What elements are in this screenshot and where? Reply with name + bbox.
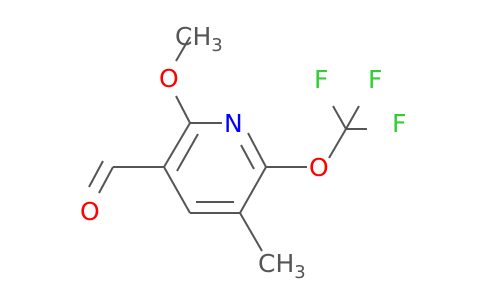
bond-c3-c2-inner bbox=[176, 133, 199, 172]
atom-methoxy-ch3: CH3 bbox=[175, 22, 223, 56]
methoxy-subscript-3: 3 bbox=[211, 35, 222, 56]
bond-c5-ch3 bbox=[239, 212, 263, 252]
bond-n1-c6 bbox=[247, 132, 267, 168]
methyl-ch-label: CH bbox=[258, 249, 294, 278]
atom-fluorine-3: F bbox=[368, 65, 382, 94]
atom-oxygen-methoxy: O bbox=[159, 64, 179, 93]
bond-c4-c3 bbox=[163, 166, 191, 214]
bond-c3-c2 bbox=[163, 122, 191, 168]
bond-c2-o-methoxy bbox=[175, 95, 191, 124]
atom-oxygen-aldehyde: O bbox=[80, 197, 100, 226]
bond-cf3-f1 bbox=[332, 105, 347, 130]
bond-cho-o-inner bbox=[88, 160, 104, 188]
atom-nitrogen: N bbox=[224, 109, 243, 138]
bond-o-cf3 bbox=[328, 128, 347, 159]
atom-methyl-ch3: CH3 bbox=[258, 249, 306, 283]
atom-fluorine-2: F bbox=[392, 109, 406, 138]
bond-c6-c5 bbox=[239, 166, 267, 214]
bond-o-ch3-methoxy bbox=[175, 36, 191, 62]
bond-cf3-f3 bbox=[345, 105, 360, 130]
bond-cho-o bbox=[98, 166, 114, 194]
methoxy-ch-label: CH bbox=[175, 22, 211, 51]
methyl-subscript-3: 3 bbox=[294, 262, 305, 283]
atom-fluorine-1: F bbox=[314, 65, 328, 94]
atom-oxygen-trifluoromethoxy: O bbox=[309, 153, 329, 182]
bond-n1-c6-inner bbox=[240, 144, 255, 170]
bonds bbox=[88, 36, 367, 252]
